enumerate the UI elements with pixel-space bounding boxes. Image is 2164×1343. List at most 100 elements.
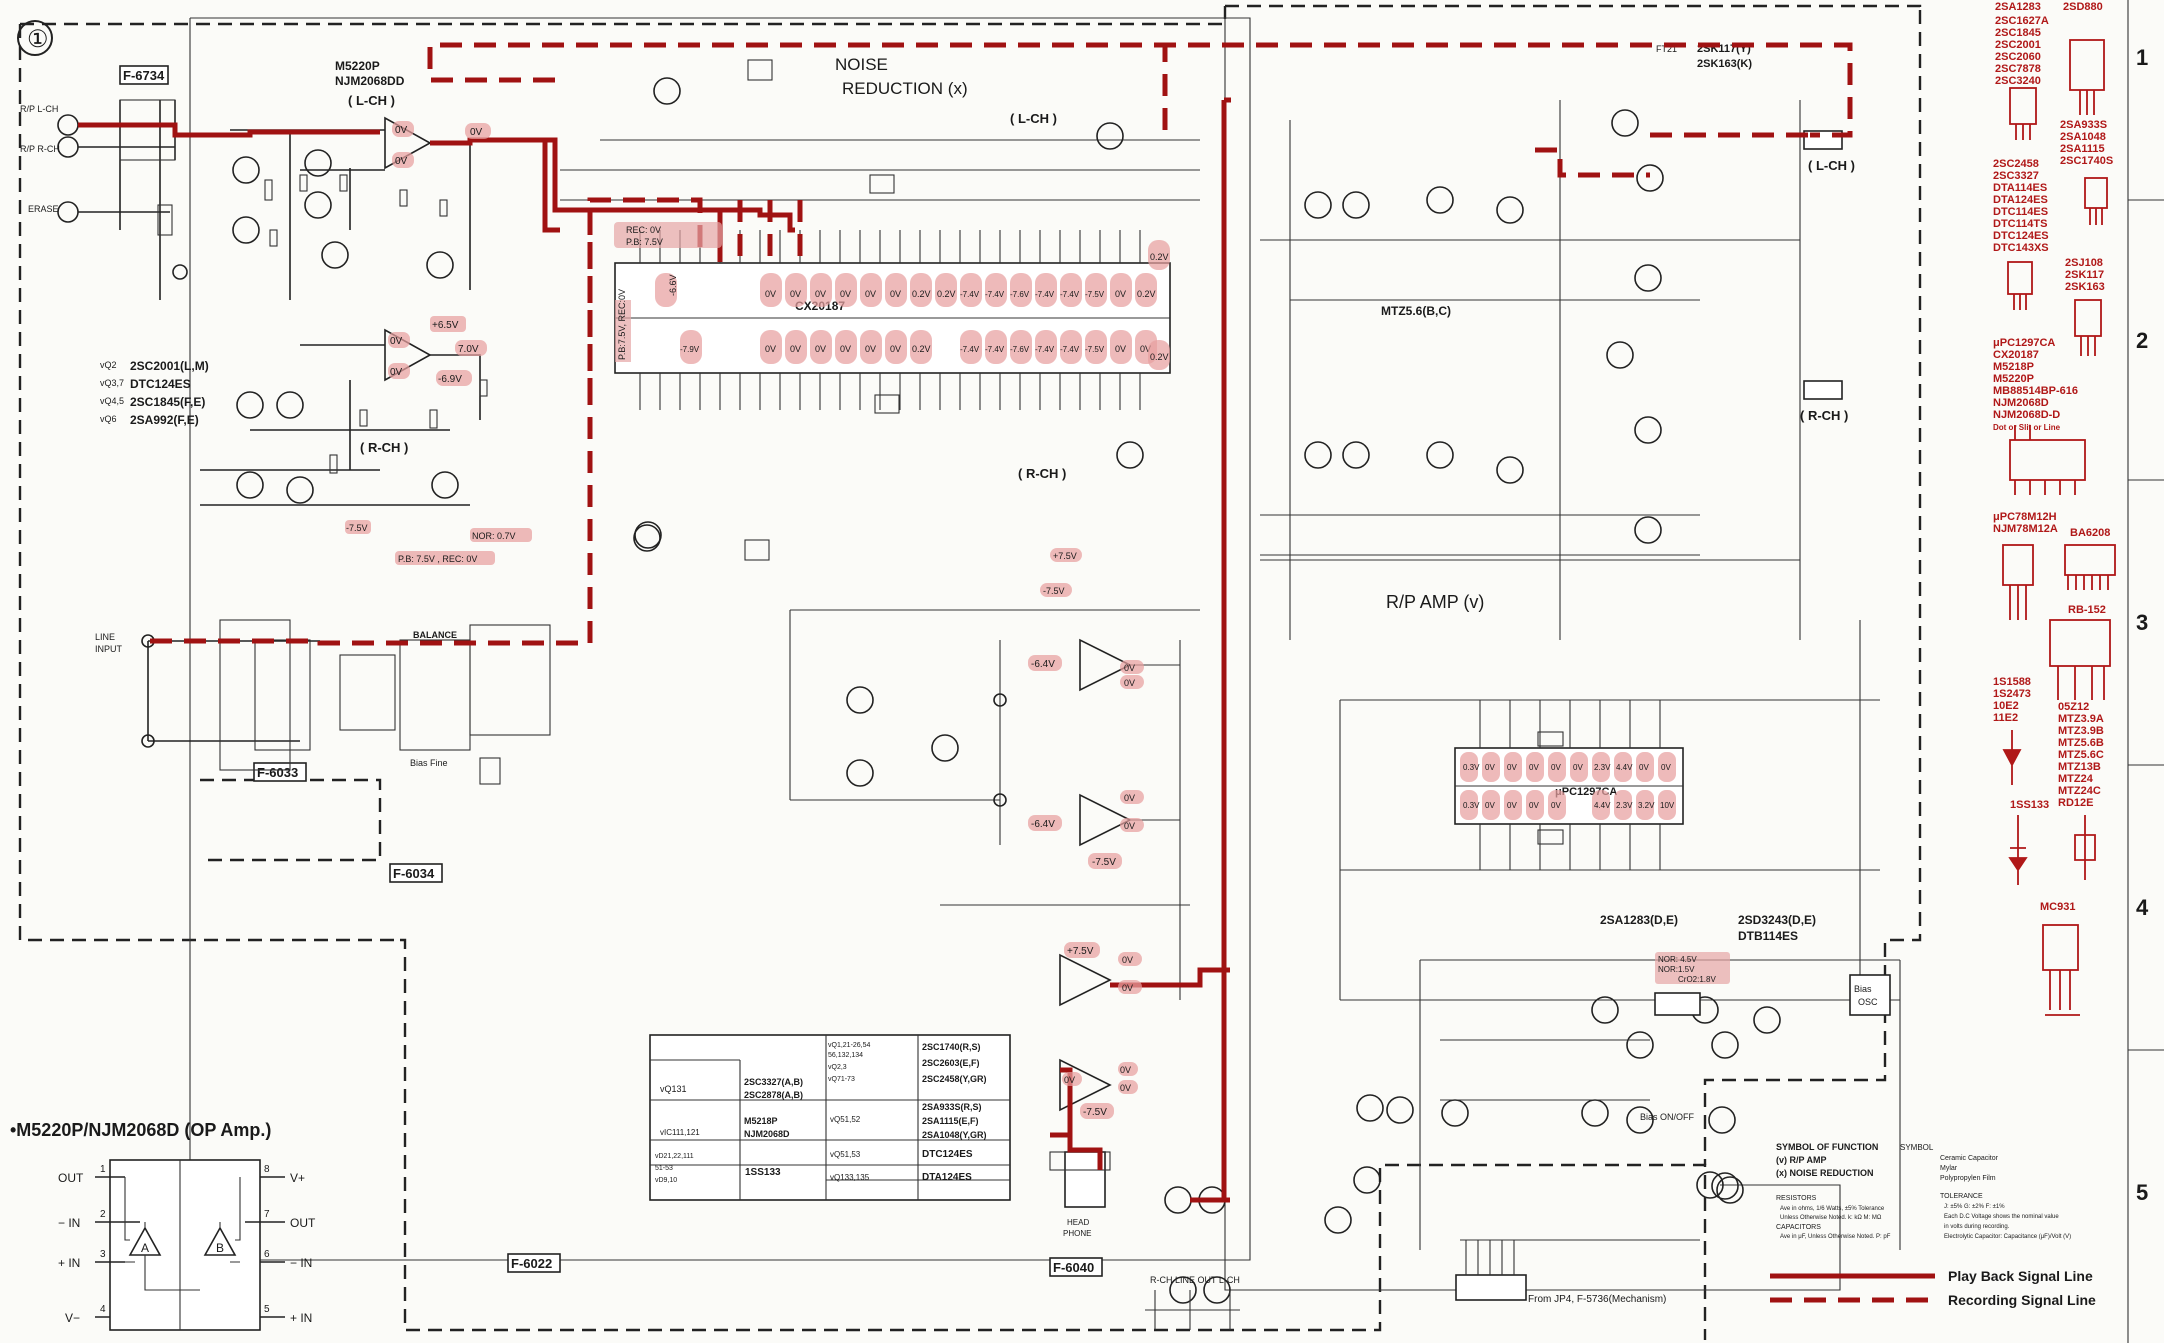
svg-text:3: 3 <box>2136 610 2148 635</box>
lch-label-1: ( L-CH ) <box>348 93 395 108</box>
svg-text:0V: 0V <box>390 367 403 378</box>
svg-text:2SC3240: 2SC3240 <box>1995 75 2041 87</box>
svg-text:in volts during recording.: in volts during recording. <box>1944 1224 2010 1230</box>
line-input-section <box>141 619 551 785</box>
svg-text:0V: 0V <box>890 344 901 354</box>
svg-text:10V: 10V <box>1660 801 1675 810</box>
rch-label-1: ( R-CH ) <box>360 440 408 455</box>
svg-text:vQ3,7: vQ3,7 <box>100 378 124 388</box>
board-frame-lower-left <box>400 938 560 1332</box>
svg-text:1SS133: 1SS133 <box>2010 799 2049 811</box>
svg-text:0V: 0V <box>865 289 876 299</box>
svg-text:0V: 0V <box>1507 763 1517 772</box>
svg-text:TOLERANCE: TOLERANCE <box>1940 1193 1983 1200</box>
svg-text:-7.4V: -7.4V <box>1035 345 1055 354</box>
svg-text:2SA1283: 2SA1283 <box>1995 1 2041 13</box>
pin1-label: OUT <box>58 1171 84 1185</box>
board-label-f6040: F-6040 <box>1049 1257 1103 1277</box>
svg-text:0V: 0V <box>1507 801 1517 810</box>
svg-text:MB88514BP-616: MB88514BP-616 <box>1993 385 2078 397</box>
pt-r1c4b: 2SC2603(E,F) <box>922 1058 980 1068</box>
pin6-label: − IN <box>290 1256 312 1270</box>
pt-r3c1c: vD9,10 <box>655 1177 677 1184</box>
ic2-lower-opamp <box>200 328 488 506</box>
pt-r3c4: DTC124ES <box>922 1149 973 1160</box>
line-input-1: LINE <box>95 632 115 642</box>
line-input-2: INPUT <box>95 644 123 654</box>
svg-text:Polypropylen Film: Polypropylen Film <box>1940 1175 1996 1182</box>
ft21-label: FT21 <box>1656 44 1677 54</box>
svg-text:CAPACITORS: CAPACITORS <box>1776 1224 1821 1231</box>
svg-text:+7.5V: +7.5V <box>1053 551 1077 561</box>
svg-text:CrO2:1.8V: CrO2:1.8V <box>1678 975 1716 984</box>
svg-text:0V: 0V <box>1485 763 1495 772</box>
svg-text:0V: 0V <box>395 156 408 167</box>
svg-text:F-6034: F-6034 <box>393 866 435 881</box>
svg-text:0V: 0V <box>1140 344 1151 354</box>
bottom-transistors <box>1164 959 1901 1304</box>
svg-text:2SC1845(F,E): 2SC1845(F,E) <box>130 395 205 409</box>
svg-text:CX20187: CX20187 <box>1993 349 2039 361</box>
board-frame-6034 <box>200 778 382 862</box>
play-legend-text: Play Back Signal Line <box>1948 1268 2093 1284</box>
recording-signal-line <box>150 42 1853 646</box>
svg-text:4: 4 <box>2136 895 2149 920</box>
pt-r1c3c: vQ2,3 <box>828 1064 847 1071</box>
svg-text:2SK163: 2SK163 <box>2065 281 2105 293</box>
rp-amp-title: R/P AMP (v) <box>1386 592 1484 612</box>
cx-voltage-highlights: -6.6V 0V 0V 0V 0V 0V 0V 0.2V 0.2V -7.4V … <box>614 222 1170 370</box>
pt-r2c4c: 2SA1048(Y,GR) <box>922 1130 987 1140</box>
lch-label-2: ( L-CH ) <box>1010 111 1057 126</box>
q50-part: 2SD3243(D,E) <box>1738 913 1816 927</box>
svg-text:2SD880: 2SD880 <box>2063 1 2103 13</box>
rp-lch-label: R/P L-CH <box>20 104 58 114</box>
svg-text:2SA1048: 2SA1048 <box>2060 131 2106 143</box>
pt-r1c1: vQ131 <box>660 1084 687 1094</box>
svg-text:vQ6: vQ6 <box>100 414 117 424</box>
svg-text:2SC2060: 2SC2060 <box>1995 51 2041 63</box>
nr-title-1: NOISE <box>835 55 888 74</box>
board-label-f6033: F-6033 <box>253 762 307 782</box>
lch-label-3: ( L-CH ) <box>1808 158 1855 173</box>
svg-text:REC: 0V: REC: 0V <box>626 225 661 235</box>
svg-text:0V: 0V <box>1639 763 1649 772</box>
board-frame-bottom <box>560 1163 1707 1340</box>
opamp-voltage-highlights: -6.4V 0V 0V -6.4V 0V 0V -7.5V +7.5V 0V 0… <box>1028 655 1144 1119</box>
svg-text:MTZ13B: MTZ13B <box>2058 761 2101 773</box>
transistor-legend: vQ2 2SC2001(L,M) vQ3,7 DTC124ES vQ4,5 2S… <box>100 359 209 427</box>
pin2-label: − IN <box>58 1216 80 1230</box>
pt-r3c3: vQ51,53 <box>830 1150 861 1159</box>
svg-text:0V: 0V <box>815 289 826 299</box>
rch-label-2: ( R-CH ) <box>1018 466 1066 481</box>
svg-text:0.2V: 0.2V <box>1150 252 1169 262</box>
svg-text:2.3V: 2.3V <box>1616 801 1633 810</box>
svg-text:4.4V: 4.4V <box>1616 763 1633 772</box>
line-out-label: R-CH LINE OUT L-CH <box>1150 1275 1240 1285</box>
svg-text:Ave in μF, Unless Otherwise No: Ave in μF, Unless Otherwise Noted. P: pF <box>1780 1234 1891 1240</box>
board-label-f6734: F-6734 <box>119 65 169 85</box>
svg-text:DTC114TS: DTC114TS <box>1993 218 2047 230</box>
svg-text:DTA114ES: DTA114ES <box>1993 182 2047 194</box>
svg-text:1S2473: 1S2473 <box>1993 688 2031 700</box>
ft21-part-b: 2SK163(K) <box>1697 58 1752 70</box>
pt-r4c4: DTA124ES <box>922 1172 972 1183</box>
svg-text:Each D.C Voltage shows the nom: Each D.C Voltage shows the nominal value <box>1944 1214 2059 1220</box>
svg-text:μPC1297CA: μPC1297CA <box>1993 337 2055 349</box>
sheet-number-circle <box>17 20 53 56</box>
svg-text:-7.4V: -7.4V <box>1060 345 1080 354</box>
svg-text:-7.5V: -7.5V <box>1092 857 1116 868</box>
svg-text:0V: 0V <box>790 289 801 299</box>
ic2-name: M5220P <box>335 59 380 73</box>
svg-text:BA6208: BA6208 <box>2070 527 2110 539</box>
svg-text:0V: 0V <box>1485 801 1495 810</box>
svg-text:0V: 0V <box>1124 678 1135 688</box>
svg-text:0V: 0V <box>1124 821 1135 831</box>
ic2-voltage-highlights: 0V 0V 0V +6.5V 0V 7.0V -6.9V 0V -7.5V NO… <box>345 121 1082 597</box>
svg-text:0V: 0V <box>1115 289 1126 299</box>
svg-text:(x) NOISE REDUCTION: (x) NOISE REDUCTION <box>1776 1168 1874 1178</box>
svg-text:MTZ5.6B: MTZ5.6B <box>2058 737 2104 749</box>
svg-text:SYMBOL: SYMBOL <box>1900 1143 1934 1152</box>
svg-text:-6.4V: -6.4V <box>1031 659 1055 670</box>
svg-text:P.B: 7.5V , REC: 0V: P.B: 7.5V , REC: 0V <box>398 554 477 564</box>
rch-label-3: ( R-CH ) <box>1800 408 1848 423</box>
